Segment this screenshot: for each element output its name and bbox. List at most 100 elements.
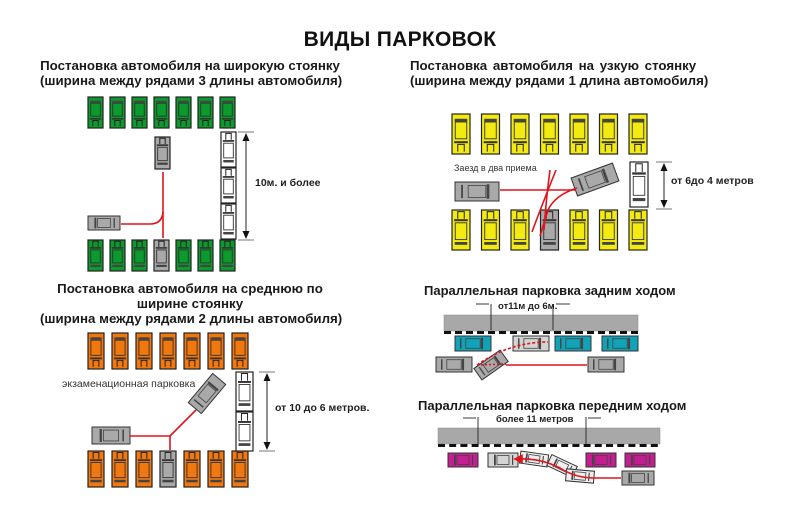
parked-car-bottom	[183, 450, 201, 488]
maneuver-car	[187, 372, 227, 415]
curb-marking	[565, 331, 572, 334]
narrow-caption: Постановка автомобиля на узкую стоянку (…	[410, 58, 709, 88]
medium-caption-line3: (ширина между рядами 2 длины автомобиля)	[40, 311, 343, 326]
side-parked-car	[220, 203, 237, 240]
parked-car-top	[231, 332, 249, 370]
curb-marking	[583, 444, 591, 447]
pr-path-dash	[476, 363, 507, 366]
curb-marking	[617, 444, 625, 447]
narrow-path-reverse	[539, 187, 578, 237]
curb-marking	[554, 331, 561, 334]
curb-marking	[460, 444, 468, 447]
curb-marking	[505, 444, 513, 447]
parked-car-bottom	[207, 450, 225, 488]
maneuver-car	[570, 162, 620, 197]
side-parked-car	[235, 411, 254, 452]
target-car	[539, 209, 560, 251]
pr-path-reverse	[476, 341, 549, 366]
parked-car-top	[451, 113, 471, 155]
start-car	[454, 181, 500, 202]
start-car	[621, 470, 655, 486]
parked-car-top	[159, 332, 177, 370]
parked-car-bottom	[111, 450, 129, 488]
parked-car-bottom	[87, 450, 105, 488]
parallel-reverse-diagram	[435, 303, 639, 381]
medium-caption-line1: Постановка автомобиля на среднюю по	[57, 281, 323, 296]
wide-parking-diagram	[87, 96, 254, 272]
target-car	[512, 335, 550, 352]
parked-car-top	[135, 332, 153, 370]
curb-marking	[576, 331, 583, 334]
parked-car-top	[569, 113, 589, 155]
narrow-dimension-arrow-up	[660, 163, 668, 171]
parked-car-bottom	[598, 209, 619, 251]
target-car	[159, 450, 177, 488]
parked-car-top	[598, 113, 619, 155]
parked-car-bottom	[197, 239, 214, 272]
parked-car-bottom	[109, 239, 126, 272]
target-car	[153, 239, 170, 272]
medium-parking-diagram	[87, 332, 275, 488]
parked-car	[447, 452, 479, 468]
narrow-path-step	[543, 169, 551, 231]
parked-car	[454, 335, 492, 352]
parked-car-top	[87, 332, 105, 370]
parked-car	[554, 335, 592, 352]
maneuver-car	[154, 136, 171, 170]
curb-marking	[543, 331, 550, 334]
curb-marking	[527, 444, 535, 447]
parallel-reverse-dimension-label: от11м до 6м.	[498, 301, 558, 312]
curb-marking	[482, 444, 490, 447]
curb-marking	[471, 444, 479, 447]
side-parked-car	[220, 167, 237, 204]
pf-path	[513, 454, 621, 479]
curb-marking	[499, 331, 506, 334]
parked-car-top	[87, 96, 104, 129]
side-parked-car	[629, 161, 649, 208]
parked-car-bottom	[219, 239, 236, 272]
start-car	[87, 215, 121, 231]
curb-marking	[650, 444, 658, 447]
parked-car-top	[480, 113, 501, 155]
narrow-parking-diagram	[451, 113, 672, 251]
parked-car-bottom	[480, 209, 501, 251]
medium-note: экзаменационная парковка	[62, 378, 196, 390]
curb-marking	[587, 331, 594, 334]
curb	[443, 314, 639, 332]
narrow-dimension-label: от 6до 4 метров	[671, 175, 754, 187]
target-car	[487, 452, 519, 468]
parked-car-top	[111, 332, 129, 370]
parallel-forward-dimension-label: более 11 метров	[496, 414, 574, 425]
parked-car-bottom	[451, 209, 471, 251]
parked-car-top	[510, 113, 530, 155]
curb-marking	[594, 444, 602, 447]
parked-car-bottom	[87, 239, 104, 272]
curb-marking	[438, 444, 445, 447]
medium-dimension-arrow-down	[263, 442, 271, 450]
curb-marking	[598, 331, 605, 334]
parked-car-top	[628, 113, 648, 155]
parked-car-top	[207, 332, 225, 370]
parked-car-top	[197, 96, 214, 129]
narrow-path-step2	[531, 169, 557, 233]
curb-marking	[510, 331, 517, 334]
curb-marking	[488, 331, 495, 334]
curb-marking	[606, 444, 613, 447]
curb-marking	[532, 331, 539, 334]
parked-car	[601, 335, 639, 352]
curb-marking	[639, 444, 647, 447]
medium-dimension-arrow-up	[263, 373, 271, 381]
parked-car-top	[175, 96, 192, 129]
medium-caption-line2: ширине стоянку	[136, 296, 244, 311]
parked-car	[624, 452, 656, 468]
medium-path-turn	[169, 409, 197, 437]
curb-marking	[516, 444, 524, 447]
wide-caption-line1: Постановка автомобиля на широкую стоянку	[40, 58, 340, 73]
narrow-caption-line2: (ширина между рядами 1 длина автомобиля)	[410, 73, 709, 88]
narrow-caption-line1: Постановка автомобиля на узкую стоянку	[410, 58, 697, 73]
curb-marking	[477, 331, 484, 334]
wide-caption: Постановка автомобиля на широкую стоянку…	[40, 58, 342, 88]
approach-car	[587, 356, 625, 373]
parked-car-bottom	[131, 239, 148, 272]
